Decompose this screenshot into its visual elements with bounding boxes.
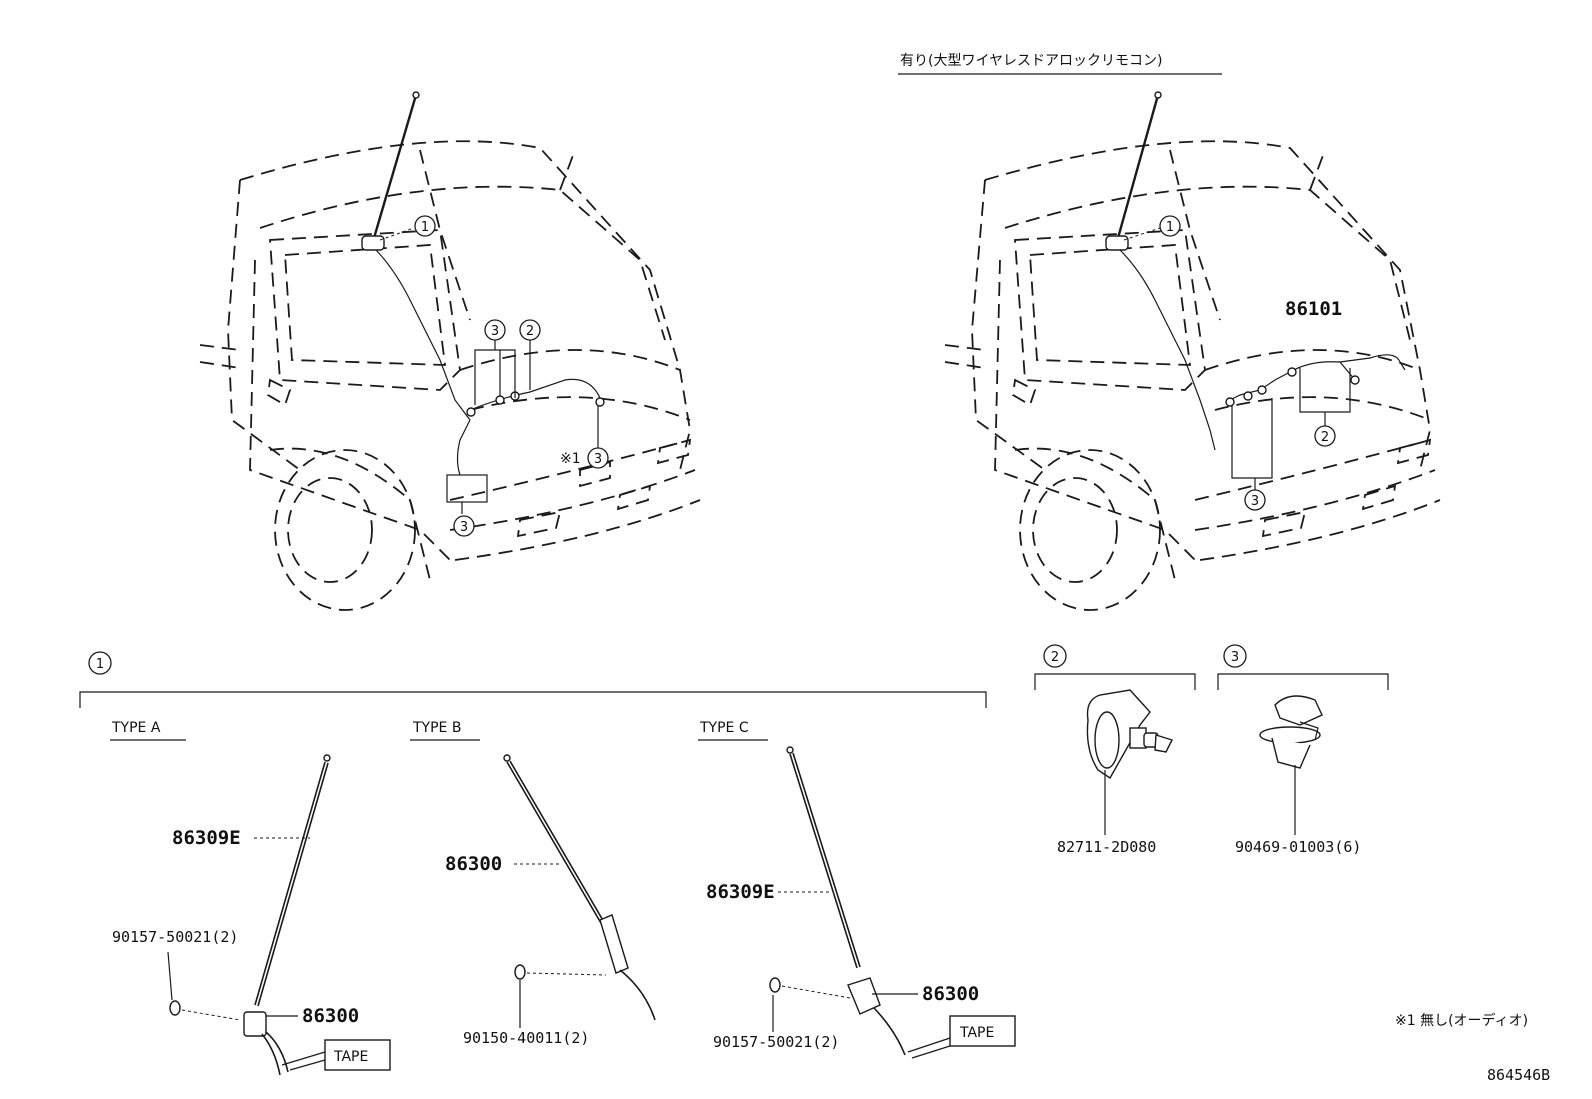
- type-b-antenna: [503, 754, 656, 1021]
- part-rod-a-label: 86309E: [172, 827, 241, 849]
- callout-3-left-bottom-label: 3: [460, 520, 468, 535]
- section-3-bracket: [1217, 673, 1389, 690]
- clip-illustration: [1259, 695, 1323, 769]
- type-a-label: TYPE A: [111, 720, 161, 736]
- truck-left-illustration: 1 3 2 3 ※1 3: [199, 91, 701, 611]
- section-1-callout-label: 1: [96, 657, 104, 672]
- note-marker-left: ※1: [560, 451, 581, 467]
- callout-3-left-top-label: 3: [491, 324, 499, 339]
- section-2-callout-label: 2: [1051, 650, 1059, 665]
- part-base-c-label: 86300: [922, 983, 979, 1005]
- section-3-callout-label: 3: [1231, 650, 1239, 665]
- variant-heading: 有り(大型ワイヤレスドアロックリモコン): [900, 53, 1163, 69]
- section-2-callout: [1043, 644, 1067, 668]
- tape-box-c: [949, 1015, 1016, 1047]
- type-c-label: TYPE C: [699, 720, 749, 736]
- callout-2-left-label: 2: [526, 324, 534, 339]
- callout-1-right-label: 1: [1166, 220, 1174, 235]
- section-1-bracket: [79, 691, 987, 708]
- section-1-callout: [88, 651, 112, 675]
- part-screw-b-label: 90150-40011(2): [463, 1029, 589, 1047]
- tape-label-c: TAPE: [959, 1025, 994, 1041]
- part-harness-label: 86101: [1285, 298, 1342, 320]
- callout-1-left-label: 1: [421, 220, 429, 235]
- callout-3-right-label: 3: [1251, 494, 1259, 509]
- callout-1-right: [1159, 215, 1181, 237]
- section-3-callout: [1223, 644, 1247, 668]
- callout-1-left: [414, 215, 436, 237]
- part-clip-label: 90469-01003(6): [1235, 838, 1361, 856]
- clamp-illustration: [1086, 689, 1173, 780]
- callout-3-left-note: [587, 447, 609, 469]
- type-c-antenna: [769, 746, 906, 1056]
- part-rod-c-label: 86309E: [706, 881, 775, 903]
- callout-3-right: [1244, 489, 1266, 511]
- part-clamp-label: 82711-2D080: [1057, 838, 1156, 856]
- tape-label-a: TAPE: [333, 1049, 368, 1065]
- callout-2-left: [519, 319, 541, 341]
- part-base-a-label: 86300: [302, 1005, 359, 1027]
- callout-3-left-bottom: [453, 515, 475, 537]
- type-a-antenna: [169, 754, 331, 1076]
- part-screw-c-label: 90157-50021(2): [713, 1033, 839, 1051]
- diagram-code: 864546B: [1487, 1066, 1550, 1084]
- callout-2-right: [1314, 425, 1336, 447]
- part-screw-a-label: 90157-50021(2): [112, 928, 238, 946]
- type-b-label: TYPE B: [412, 720, 461, 736]
- callout-3-left-note-label: 3: [594, 452, 602, 467]
- callout-3-left-top: [484, 319, 506, 341]
- section-2-bracket: [1034, 673, 1196, 690]
- callout-2-right-label: 2: [1321, 430, 1329, 445]
- truck-right-illustration: 86101 1 2 3: [944, 91, 1441, 611]
- footnote: ※1 無し(オーディオ): [1395, 1012, 1528, 1029]
- tape-box-a: [324, 1039, 391, 1071]
- part-rod-b-label: 86300: [445, 853, 502, 875]
